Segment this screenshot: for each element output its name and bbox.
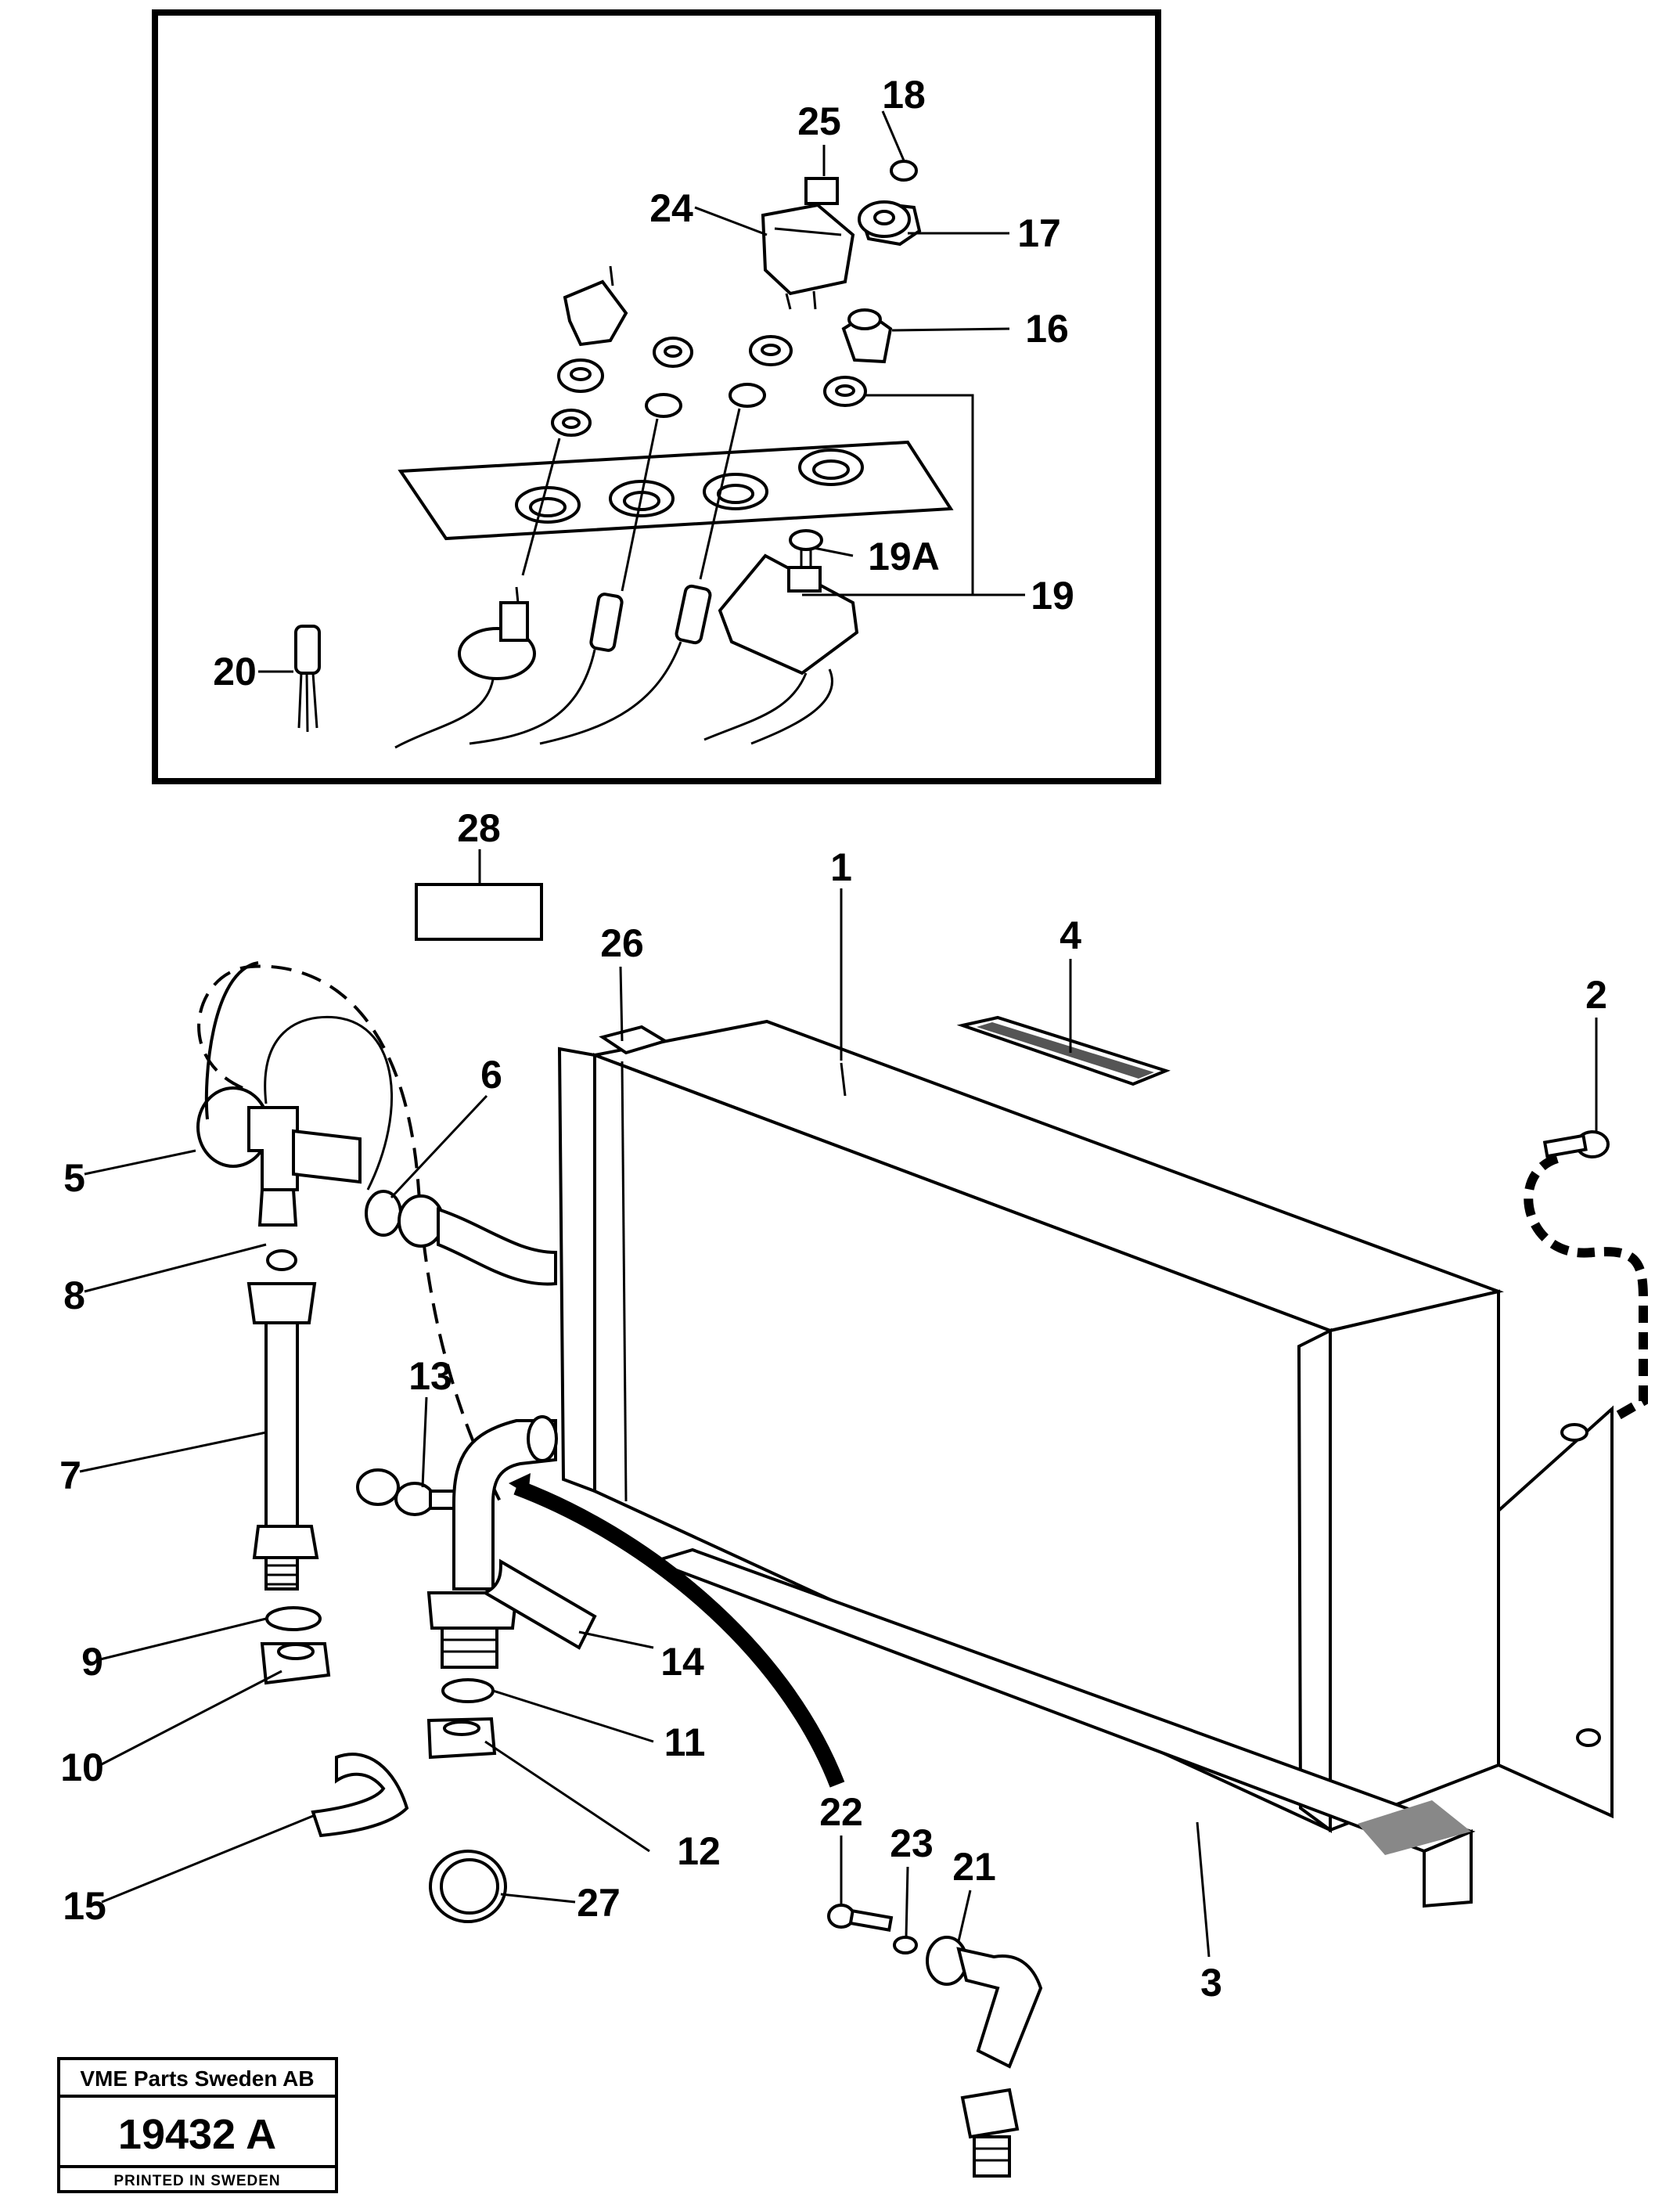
- filter-strip: [956, 1015, 1171, 1086]
- heater-front-flange: [557, 1047, 596, 1493]
- drain-hose: [513, 1479, 845, 1788]
- callout-13: 13: [408, 1354, 452, 1398]
- ribbed-knob: [858, 200, 922, 247]
- callout-16: 16: [1025, 307, 1069, 351]
- callout-24: 24: [649, 186, 693, 230]
- title-block: VME Parts Sweden AB 19432 A PRINTED IN S…: [57, 2057, 338, 2193]
- callout-14: 14: [660, 1640, 704, 1684]
- callout-20: 20: [213, 650, 257, 694]
- printed-in-sweden: PRINTED IN SWEDEN: [113, 2173, 280, 2189]
- switch-nut: [823, 376, 867, 407]
- wiring-harness: [394, 641, 833, 749]
- callout-19A: 19A: [868, 535, 940, 578]
- rotary-knob: [521, 265, 628, 576]
- callout-3: 3: [1200, 1961, 1222, 2005]
- copper-washer: [893, 1936, 918, 1954]
- grounding-screw: [1524, 1130, 1648, 1421]
- inset-frame: [152, 9, 1161, 784]
- callout-2: 2: [1585, 973, 1607, 1017]
- rocker-switch: [761, 203, 855, 296]
- heater-unit: [557, 1019, 1504, 1833]
- callout-10: 10: [60, 1745, 104, 1789]
- callout-11: 11: [664, 1720, 706, 1764]
- o-ring: [365, 1190, 402, 1237]
- callout-21: 21: [952, 1845, 996, 1889]
- hose-clamp: [429, 1850, 507, 1923]
- callout-28: 28: [457, 806, 501, 850]
- control-panel-inset: [152, 9, 1161, 784]
- callout-23: 23: [890, 1821, 934, 1865]
- company-name: VME Parts Sweden AB: [80, 2066, 314, 2091]
- callout-27: 27: [577, 1881, 621, 1925]
- callout-22: 22: [819, 1790, 863, 1834]
- lock-nut: [426, 1717, 497, 1760]
- callout-18: 18: [882, 73, 926, 117]
- connector-plug: [294, 625, 321, 733]
- pressure-switch: [458, 586, 536, 680]
- switch-nut-and-washer: [699, 335, 793, 580]
- bypass-hose-outline: [204, 961, 259, 1120]
- nipple-fitting: [356, 1468, 463, 1516]
- callout-12: 12: [677, 1829, 721, 1873]
- callout-labels: 18 25 24 17 16 19A 19 20 28 1 26 4 2 6 5…: [59, 73, 1607, 2005]
- hose-clip: [481, 1558, 597, 1650]
- bulb-holder: [675, 584, 712, 645]
- bypass-hose: [197, 964, 502, 1504]
- callout-5: 5: [63, 1156, 85, 1200]
- heater-inlet-pipe: [398, 1194, 557, 1286]
- drawing-number: 19432 A: [118, 2111, 276, 2158]
- instruction-decal: [415, 883, 543, 941]
- callout-26: 26: [600, 921, 644, 965]
- switch-nut-and-washer: [621, 337, 693, 592]
- callout-7: 7: [59, 1454, 81, 1497]
- heater-end-face: [1329, 1289, 1500, 1832]
- callout-15: 15: [63, 1884, 106, 1928]
- mounting-bracket: [648, 1405, 1614, 1908]
- connecting-pipe: [246, 1249, 319, 1591]
- plate-holes: [515, 449, 864, 524]
- callout-4: 4: [1060, 913, 1081, 957]
- callout-8: 8: [63, 1274, 85, 1317]
- leader-lines: [79, 110, 1598, 1958]
- heater-outlet-pipe: [426, 1415, 558, 1669]
- callout-25: 25: [797, 99, 841, 143]
- callout-17: 17: [1017, 211, 1061, 255]
- callout-9: 9: [81, 1640, 103, 1684]
- callout-1: 1: [830, 845, 852, 889]
- thermostat-switch: [718, 529, 859, 675]
- bulb-holder: [589, 593, 624, 652]
- heater-gasket-edge: [599, 1025, 669, 1055]
- callout-6: 6: [480, 1053, 502, 1097]
- sealing-washer: [441, 1678, 495, 1703]
- temperature-sender: [926, 1936, 1043, 2178]
- callout-19: 19: [1031, 574, 1074, 618]
- switch-mounting-plate: [398, 440, 954, 541]
- switch-cover: [804, 177, 839, 205]
- insulating-tape: [311, 1753, 409, 1838]
- bleed-screw: [827, 1904, 894, 1933]
- knob-cap: [890, 160, 918, 182]
- knob-sleeve: [841, 308, 893, 364]
- washer: [265, 1606, 322, 1631]
- heater-side-flange: [1297, 1328, 1332, 1833]
- tee-fitting: [196, 1015, 394, 1227]
